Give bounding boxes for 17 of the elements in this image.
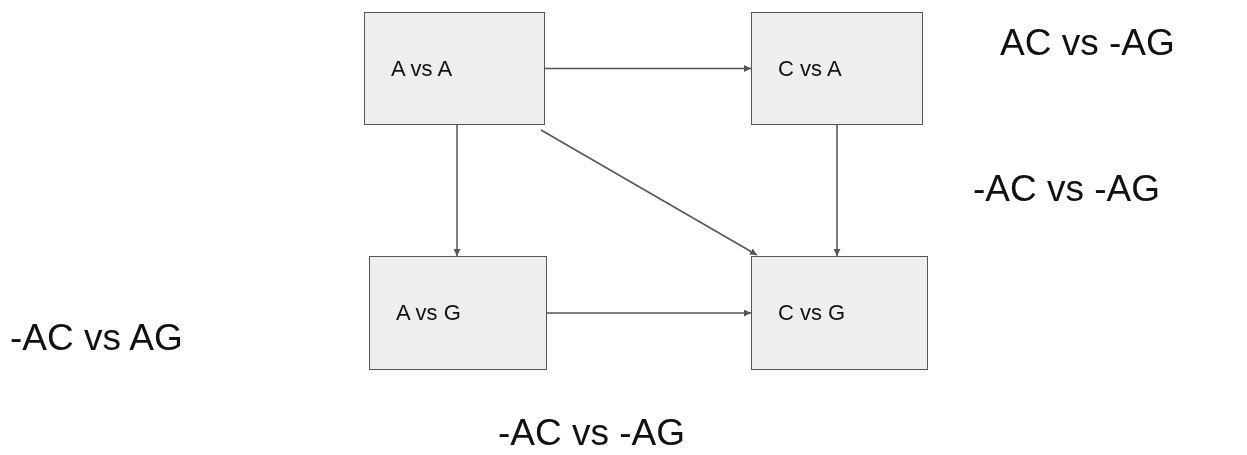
node-label: A vs G [395,300,461,326]
node-label: C vs G [777,300,846,326]
process-box [751,256,928,370]
annotation-text: AC vs -AG [1000,22,1175,64]
process-box [369,256,547,370]
annotation-text: -AC vs -AG [973,168,1161,210]
arrow [546,309,752,317]
node-label: A vs A [390,55,453,82]
annotation-text: -AC vs AG [10,317,183,359]
process-box [364,12,545,125]
arrow [544,65,752,72]
arrow [540,129,758,256]
process-box [751,12,923,125]
arrow [833,124,841,257]
node-label: C vs A [777,55,842,82]
annotation-text: -AC vs -AG [498,412,686,454]
arrow [453,124,461,257]
